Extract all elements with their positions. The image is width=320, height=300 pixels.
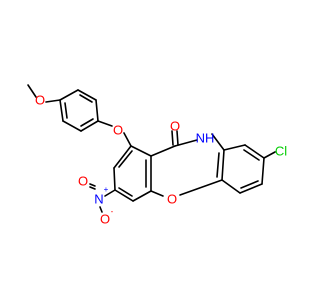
nitro-oxygen-minus-charge: - xyxy=(111,207,114,216)
bond-right-3 xyxy=(239,183,263,194)
bond-right-1b xyxy=(216,152,220,178)
bond-ether-ring xyxy=(123,132,132,147)
bond-anisole-4b xyxy=(80,118,94,127)
bond-methyl-o xyxy=(27,84,37,98)
bond-right-5 xyxy=(244,144,265,159)
bond-anisole-3 xyxy=(95,99,99,122)
bond-right-2 xyxy=(221,179,241,194)
bonds xyxy=(27,84,276,213)
nitro-oxygen-label: O xyxy=(78,174,88,189)
bond-left-6b xyxy=(118,150,133,168)
bond-anisole-6 xyxy=(59,99,64,122)
bond-left-1 xyxy=(130,145,152,157)
bond-right-3b xyxy=(240,180,259,189)
carbonyl-oxygen-label: O xyxy=(170,119,180,134)
bond-o-rightring xyxy=(179,179,223,196)
bond-ring-carbonyl-c xyxy=(150,145,176,157)
bond-anisole-4 xyxy=(80,120,99,132)
bond-right-4 xyxy=(261,157,265,185)
bond-anisole-2 xyxy=(77,89,97,101)
nitro-nitrogen-charge: + xyxy=(104,185,109,194)
amide-nh-label: NH xyxy=(196,131,215,146)
nitro-oxygen-minus-label: O xyxy=(100,212,110,227)
bond-right-5b xyxy=(243,149,260,161)
molecule-structure-diagram: O O O NH Cl O O N + O - xyxy=(27,84,287,227)
bond-left-4 xyxy=(114,189,134,202)
bond-right-1 xyxy=(221,149,225,181)
bond-ring-chloro xyxy=(263,151,276,159)
bond-right-6 xyxy=(223,144,246,151)
bond-anisole-5 xyxy=(62,120,82,132)
methoxy-oxygen-label: O xyxy=(35,93,45,108)
bond-ring-nitro xyxy=(104,189,116,197)
chlorine-label: Cl xyxy=(275,144,287,159)
bond-anisole-1 xyxy=(59,89,79,101)
bond-anisole-ether xyxy=(97,120,113,127)
bond-nitro-ominus xyxy=(99,206,103,213)
ether-oxygen-label: O xyxy=(113,123,123,138)
bond-left-3 xyxy=(132,190,152,202)
bond-nh-ring xyxy=(211,133,225,151)
bond-anisole-6b xyxy=(64,102,68,119)
bond-leftring-o xyxy=(150,190,164,197)
ring-oxygen-label: O xyxy=(167,192,177,207)
bond-nitro-o-1 xyxy=(89,183,96,187)
bond-carbonyl-double-2 xyxy=(176,130,179,146)
bond-carbonyl-nh xyxy=(174,139,198,147)
nitro-nitrogen-label: N xyxy=(94,192,103,207)
atom-labels: O O O NH Cl O O N + O - xyxy=(35,93,287,227)
bond-left-5 xyxy=(113,167,116,191)
bond-carbonyl-double-1 xyxy=(171,130,174,146)
bond-left-6 xyxy=(113,145,132,169)
bond-nitro-o-2 xyxy=(89,186,96,190)
bond-o-anisole xyxy=(45,99,61,103)
bond-left-4b xyxy=(118,187,133,197)
bond-anisole-2b xyxy=(79,94,93,103)
